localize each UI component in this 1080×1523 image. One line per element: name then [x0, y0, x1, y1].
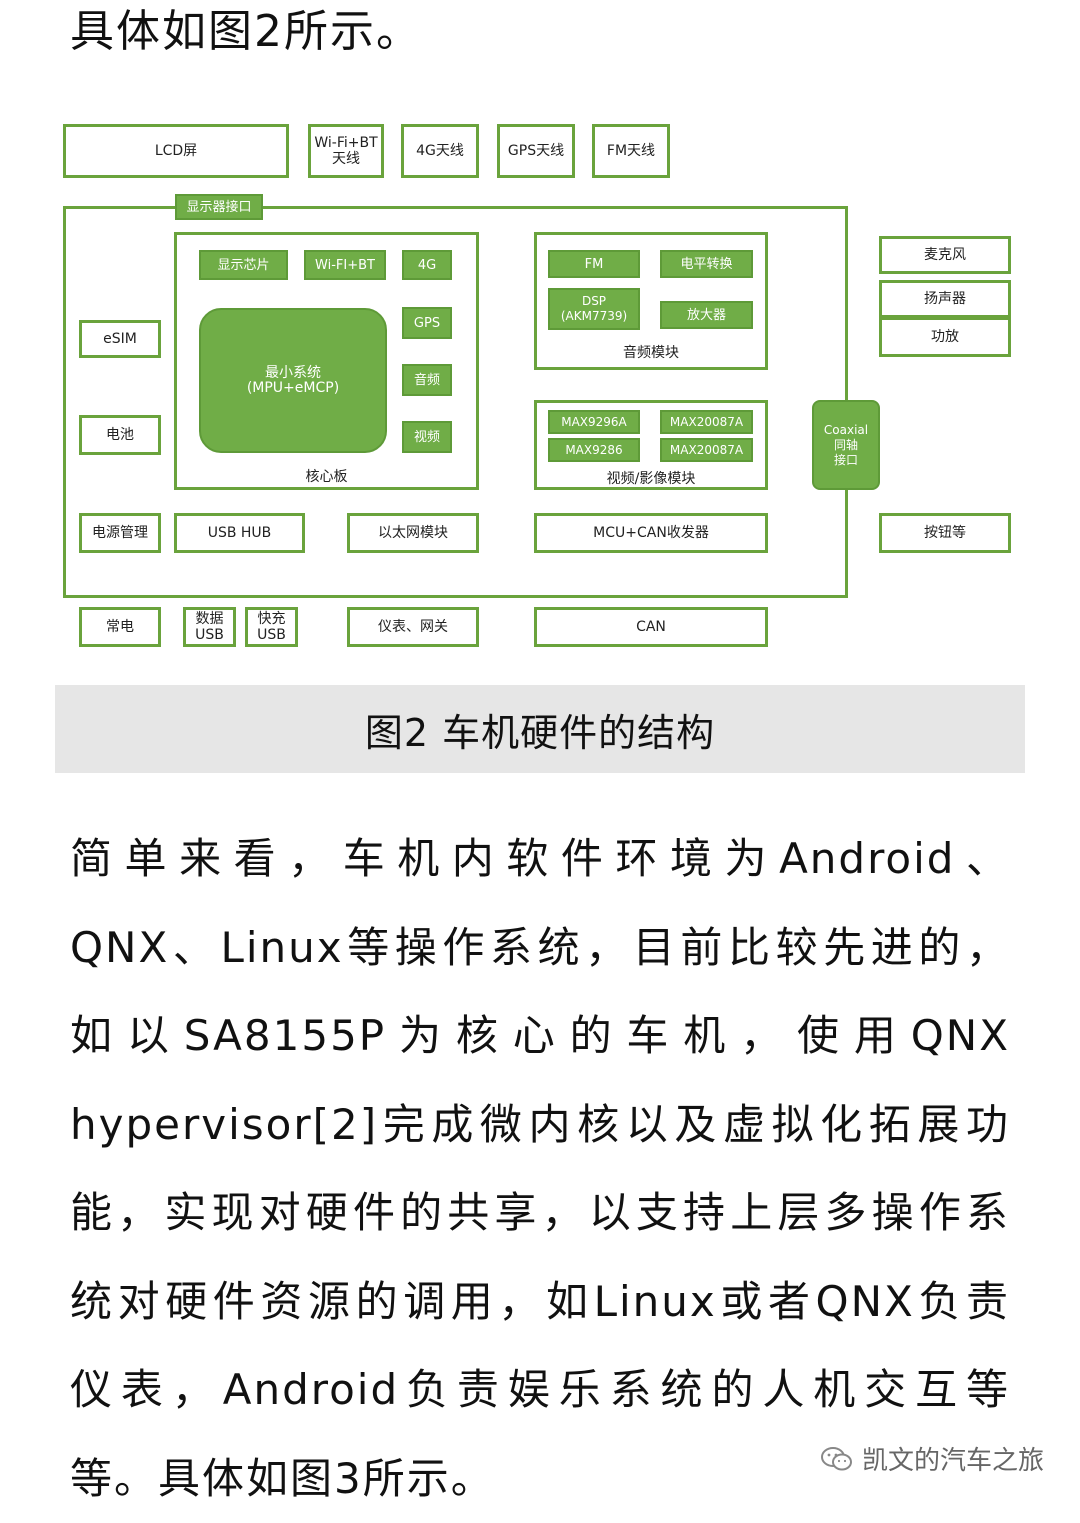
- lcd-screen-box: LCD屏: [63, 124, 289, 178]
- coaxial-line2: 同轴: [834, 438, 858, 453]
- wifi-bt-module-box: Wi-FI+BT: [304, 250, 386, 280]
- fast-charge-usb-line2: USB: [257, 627, 286, 643]
- hardware-structure-diagram: LCD屏 Wi-Fi+BT 天线 4G天线 GPS天线 FM天线 显示器接口 e…: [0, 110, 1080, 670]
- ethernet-module-box: 以太网模块: [347, 513, 479, 553]
- level-shift-box: 电平转换: [660, 250, 753, 278]
- paragraph-line: 仪表，Android负责娱乐系统的人机交互等: [70, 1346, 1010, 1435]
- module-4g-box: 4G: [402, 250, 452, 280]
- paragraph-line: 如以SA8155P为核心的车机，使用QNX: [70, 992, 1010, 1081]
- fm-antenna-box: FM天线: [592, 124, 670, 178]
- paragraph-line: 能，实现对硬件的共享，以支持上层多操作系: [70, 1169, 1010, 1258]
- watermark-text: 凯文的汽车之旅: [862, 1440, 1044, 1477]
- video-module-chip-box: 视频: [402, 421, 452, 453]
- data-usb-line2: USB: [195, 627, 224, 643]
- wifi-bt-antenna-box: Wi-Fi+BT 天线: [308, 124, 384, 178]
- gps-antenna-box: GPS天线: [497, 124, 575, 178]
- chip-max9286-box: MAX9286: [548, 438, 640, 462]
- wechat-icon: [820, 1445, 854, 1473]
- video-module-label: 视频/影像模块: [534, 468, 768, 488]
- chip-max9296a-box: MAX9296A: [548, 410, 640, 434]
- battery-box: 电池: [79, 415, 161, 455]
- constant-power-box: 常电: [79, 607, 161, 647]
- wifi-bt-antenna-line2: 天线: [332, 151, 360, 167]
- fm-box: FM: [548, 250, 640, 278]
- fast-charge-usb-line1: 快充: [258, 611, 286, 627]
- microphone-box: 麦克风: [879, 236, 1011, 274]
- dsp-line2: (AKM7739): [561, 309, 627, 324]
- speaker-box: 扬声器: [879, 280, 1011, 318]
- chip-max20087a-box-2: MAX20087A: [660, 438, 753, 462]
- buttons-box: 按钮等: [879, 513, 1011, 553]
- core-board-label: 核心板: [174, 466, 479, 486]
- intro-text: 具体如图2所示。: [70, 0, 422, 64]
- min-system-line1: 最小系统: [265, 366, 321, 381]
- figure-caption: 图2 车机硬件的结构: [55, 685, 1025, 773]
- usb-hub-box: USB HUB: [174, 513, 305, 553]
- dsp-box: DSP (AKM7739): [548, 288, 640, 330]
- cluster-gateway-box: 仪表、网关: [347, 607, 479, 647]
- data-usb-line1: 数据: [196, 611, 224, 627]
- wifi-bt-antenna-line1: Wi-Fi+BT: [314, 135, 377, 151]
- min-system-box: 最小系统 (MPU+eMCP): [199, 308, 387, 453]
- antenna-4g-box: 4G天线: [401, 124, 479, 178]
- paragraph-line: hypervisor[2]完成微内核以及虚拟化拓展功: [70, 1081, 1010, 1170]
- display-port-box: 显示器接口: [175, 194, 263, 220]
- dsp-line1: DSP: [582, 294, 606, 309]
- power-amp-box: 功放: [879, 317, 1011, 357]
- audio-module-label: 音频模块: [534, 342, 768, 362]
- body-paragraph: 简单来看，车机内软件环境为Android、 QNX、Linux等操作系统，目前比…: [70, 815, 1010, 1523]
- data-usb-box: 数据 USB: [183, 607, 236, 647]
- coaxial-line1: Coaxial: [824, 423, 868, 438]
- min-system-line2: (MPU+eMCP): [247, 381, 339, 396]
- coaxial-port-box: Coaxial 同轴 接口: [812, 400, 880, 490]
- esim-box: eSIM: [79, 320, 161, 358]
- gps-module-box: GPS: [402, 307, 452, 339]
- watermark: 凯文的汽车之旅: [820, 1440, 1044, 1477]
- paragraph-line: 统对硬件资源的调用，如Linux或者QNX负责: [70, 1258, 1010, 1347]
- power-management-box: 电源管理: [79, 513, 161, 553]
- mcu-can-box: MCU+CAN收发器: [534, 513, 768, 553]
- chip-max20087a-box-1: MAX20087A: [660, 410, 753, 434]
- can-box: CAN: [534, 607, 768, 647]
- coaxial-line3: 接口: [834, 453, 858, 468]
- fast-charge-usb-box: 快充 USB: [245, 607, 298, 647]
- paragraph-line: 简单来看，车机内软件环境为Android、: [70, 815, 1010, 904]
- amplifier-box: 放大器: [660, 301, 753, 329]
- paragraph-line: QNX、Linux等操作系统，目前比较先进的，: [70, 904, 1010, 993]
- audio-module-chip-box: 音频: [402, 364, 452, 396]
- display-chip-box: 显示芯片: [199, 250, 288, 280]
